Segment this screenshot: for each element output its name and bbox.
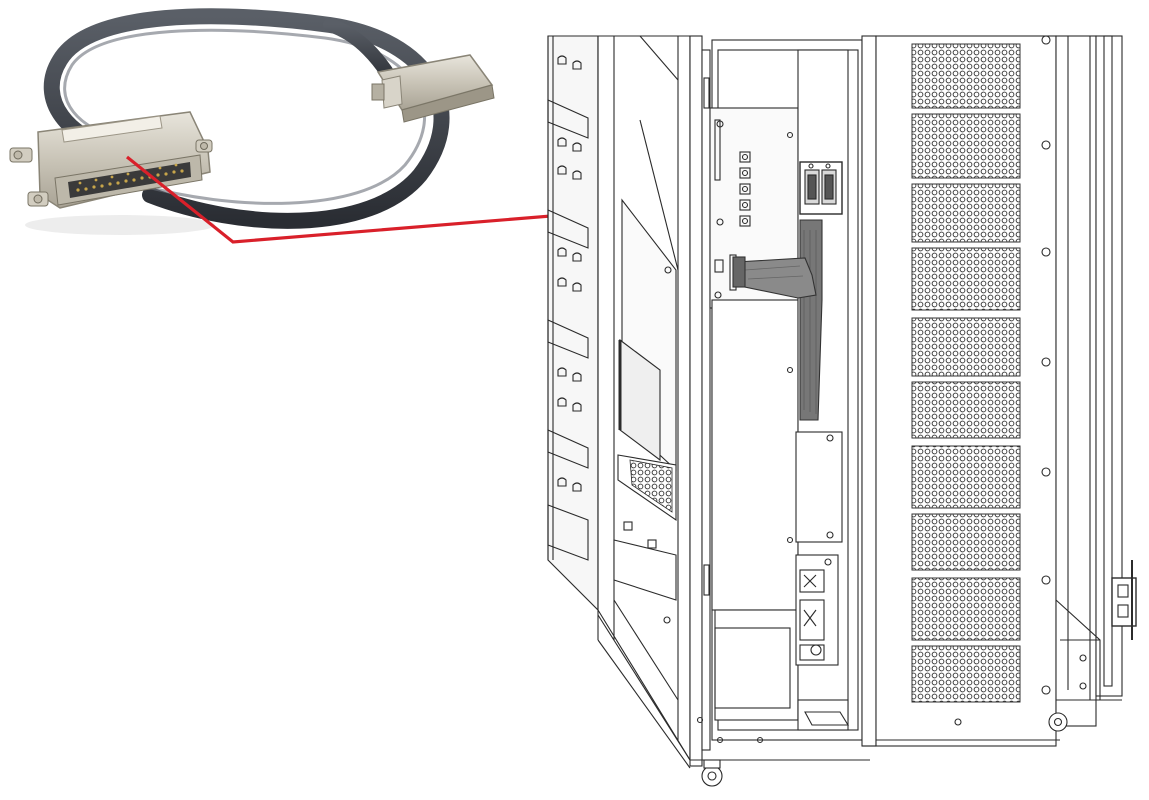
door-latch-marks <box>557 55 582 492</box>
cabinet-open-door <box>547 35 599 612</box>
caster-icon <box>701 765 723 787</box>
cabinet-base <box>597 615 1122 787</box>
cable-connector-left <box>9 111 215 235</box>
caster-icon <box>1048 712 1068 732</box>
scsi-cable-icon <box>9 8 495 235</box>
perforated-vent-panels <box>911 43 1021 703</box>
scsi-port-block <box>799 161 843 215</box>
cabinet-center-bay <box>689 35 863 767</box>
cabinet-left-section <box>597 35 691 762</box>
ribbon-cable <box>732 219 823 421</box>
connector-pins <box>76 163 184 192</box>
hinge-icon <box>1111 560 1137 640</box>
server-cabinet-icon <box>547 35 1137 787</box>
cable-connector-right <box>371 54 495 123</box>
